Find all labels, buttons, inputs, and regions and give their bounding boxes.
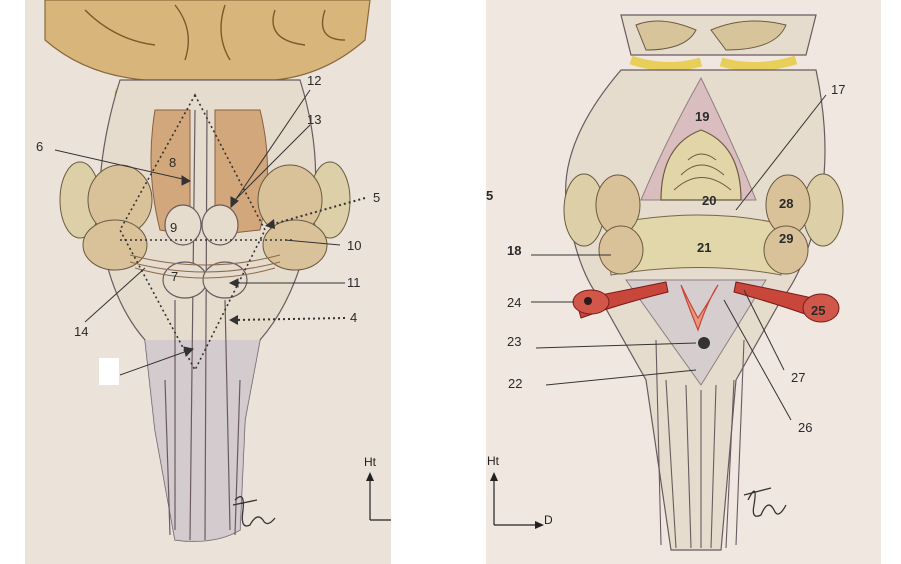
bulge-7 bbox=[162, 261, 208, 299]
artist-signature bbox=[743, 487, 787, 517]
brainstem-ventral-view-illustration: 6 8 9 7 12 13 5 10 11 4 14 Ht bbox=[25, 0, 391, 564]
yellow-band-right bbox=[719, 55, 798, 72]
label-13: 13 bbox=[307, 112, 321, 127]
right-illustration-svg: 5 17 19 20 21 18 28 29 24 25 23 22 27 26… bbox=[486, 14, 845, 551]
label-21: 21 bbox=[697, 240, 711, 255]
lateral-lobe-left-lower bbox=[82, 219, 148, 271]
nerve-fibers bbox=[129, 254, 281, 279]
label-4: 4 bbox=[350, 310, 357, 325]
label-24: 24 bbox=[507, 295, 521, 310]
left-illustration-svg: 6 8 9 7 12 13 5 10 11 4 14 Ht bbox=[36, 0, 391, 542]
label-7: 7 bbox=[171, 269, 178, 284]
label-22: 22 bbox=[508, 376, 522, 391]
bulge-7b bbox=[202, 261, 248, 299]
lower-columns bbox=[655, 339, 745, 549]
label-10: 10 bbox=[347, 238, 361, 253]
cerebral-folds bbox=[84, 4, 346, 61]
label-19: 19 bbox=[695, 109, 709, 124]
label-5: 5 bbox=[373, 190, 380, 205]
label-11: 11 bbox=[347, 275, 361, 290]
orientation-axis: Ht D bbox=[487, 454, 553, 529]
label-17: 17 bbox=[831, 82, 845, 97]
vessel-right-end bbox=[802, 293, 840, 323]
red-v-structure bbox=[680, 284, 719, 332]
brainstem-dorsal-view-illustration: 5 17 19 20 21 18 28 29 24 25 23 22 27 26… bbox=[486, 0, 881, 564]
label-23: 23 bbox=[507, 334, 521, 349]
label-14: 14 bbox=[74, 324, 88, 339]
medulla-lower bbox=[145, 340, 260, 542]
yellow-band-left bbox=[629, 55, 703, 72]
label-28: 28 bbox=[779, 196, 793, 211]
label-20: 20 bbox=[702, 193, 716, 208]
label-9: 9 bbox=[170, 220, 177, 235]
label-26: 26 bbox=[798, 420, 812, 435]
cerebrum-base bbox=[44, 0, 371, 81]
central-columns bbox=[164, 109, 241, 541]
axis-up-label: Ht bbox=[364, 455, 377, 469]
masked-label-box bbox=[99, 358, 119, 385]
lateral-lobe-left-lower bbox=[598, 225, 644, 275]
lateral-lobe-right-lower bbox=[262, 219, 328, 271]
arrow-4-dotted bbox=[234, 317, 346, 321]
label-8: 8 bbox=[169, 155, 176, 170]
colliculi bbox=[635, 20, 787, 51]
label-12: 12 bbox=[307, 73, 321, 88]
arrow-5-dotted bbox=[269, 197, 366, 226]
bulge-9 bbox=[164, 204, 202, 246]
vessel-left-dot bbox=[584, 297, 592, 305]
axis-right-label: D bbox=[544, 513, 553, 527]
leader-lines bbox=[54, 89, 345, 376]
dark-spot bbox=[698, 337, 710, 349]
lateral-lobe-right-lower bbox=[763, 225, 809, 275]
dotted-diamond bbox=[119, 93, 266, 372]
label-25: 25 bbox=[811, 303, 825, 318]
leader-lines bbox=[531, 94, 827, 421]
bulge-9b bbox=[201, 204, 239, 246]
arched-ridges bbox=[673, 153, 732, 191]
arrow-5-head bbox=[265, 219, 275, 229]
artist-signature bbox=[232, 496, 276, 527]
axis-up-label: Ht bbox=[487, 454, 500, 468]
label-18: 18 bbox=[507, 243, 521, 258]
label-6: 6 bbox=[36, 139, 43, 154]
label-29: 29 bbox=[779, 231, 793, 246]
fossa-lower bbox=[625, 279, 767, 386]
orientation-axis: Ht bbox=[364, 455, 391, 521]
label-5: 5 bbox=[486, 188, 493, 203]
arrow-4-head bbox=[229, 315, 238, 325]
pyramid-left bbox=[150, 109, 191, 236]
band-21 bbox=[605, 214, 787, 276]
label-27: 27 bbox=[791, 370, 805, 385]
